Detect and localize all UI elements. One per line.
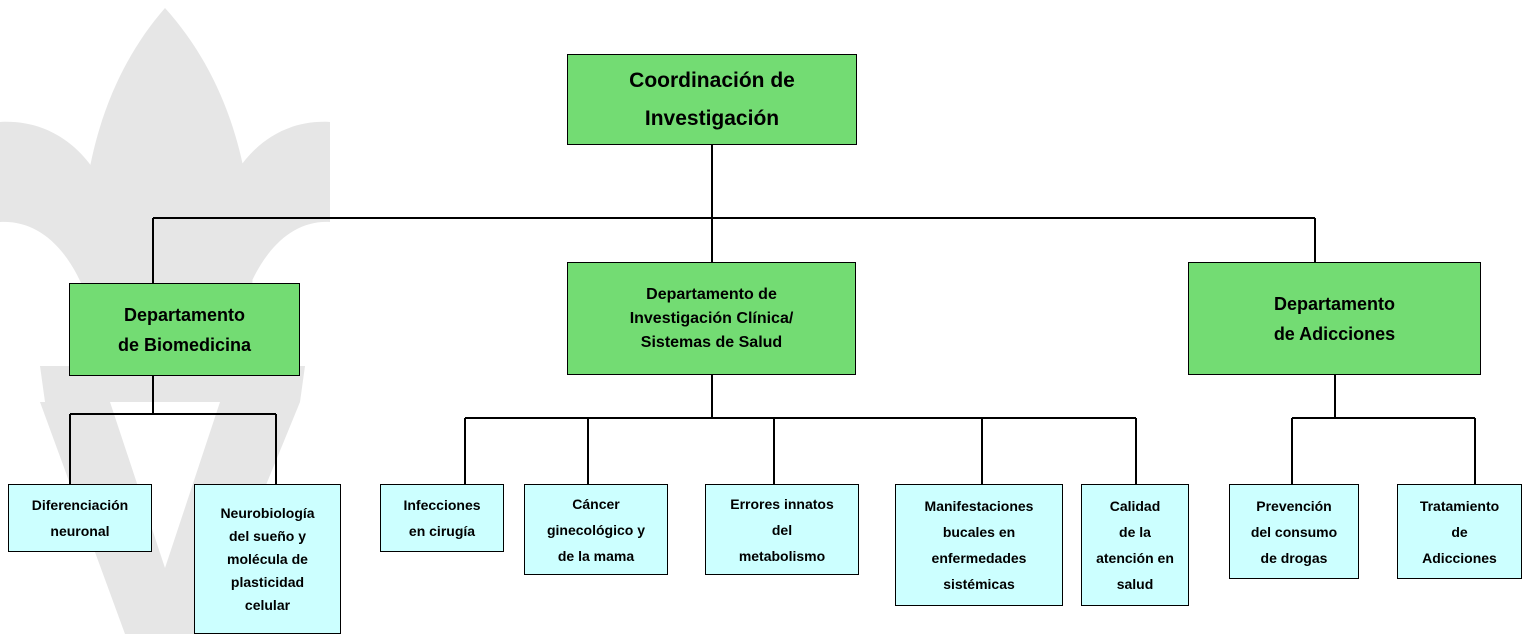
line-diferenciacion-neuronal-box: Diferenciación neuronal [8,484,152,552]
line-infecciones-box: Infecciones en cirugía [380,484,504,552]
dept-biomedicina-box: Departamento de Biomedicina [69,283,300,376]
line-tratamiento-box: Tratamiento de Adicciones [1397,484,1522,579]
line-neurobiologia-box: Neurobiología del sueño y molécula de pl… [194,484,341,634]
dept-adicciones-box: Departamento de Adicciones [1188,262,1481,375]
line-prevencion-box: Prevención del consumo de drogas [1229,484,1359,579]
dept-investigacion-clinica-box: Departamento de Investigación Clínica/ S… [567,262,856,375]
line-errores-innatos-box: Errores innatos del metabolismo [705,484,859,575]
line-cancer-box: Cáncer ginecológico y de la mama [524,484,668,575]
coordinacion-box: Coordinación de Investigación [567,54,857,145]
line-manifestaciones-box: Manifestaciones bucales en enfermedades … [895,484,1063,606]
line-calidad-atencion-box: Calidad de la atención en salud [1081,484,1189,606]
